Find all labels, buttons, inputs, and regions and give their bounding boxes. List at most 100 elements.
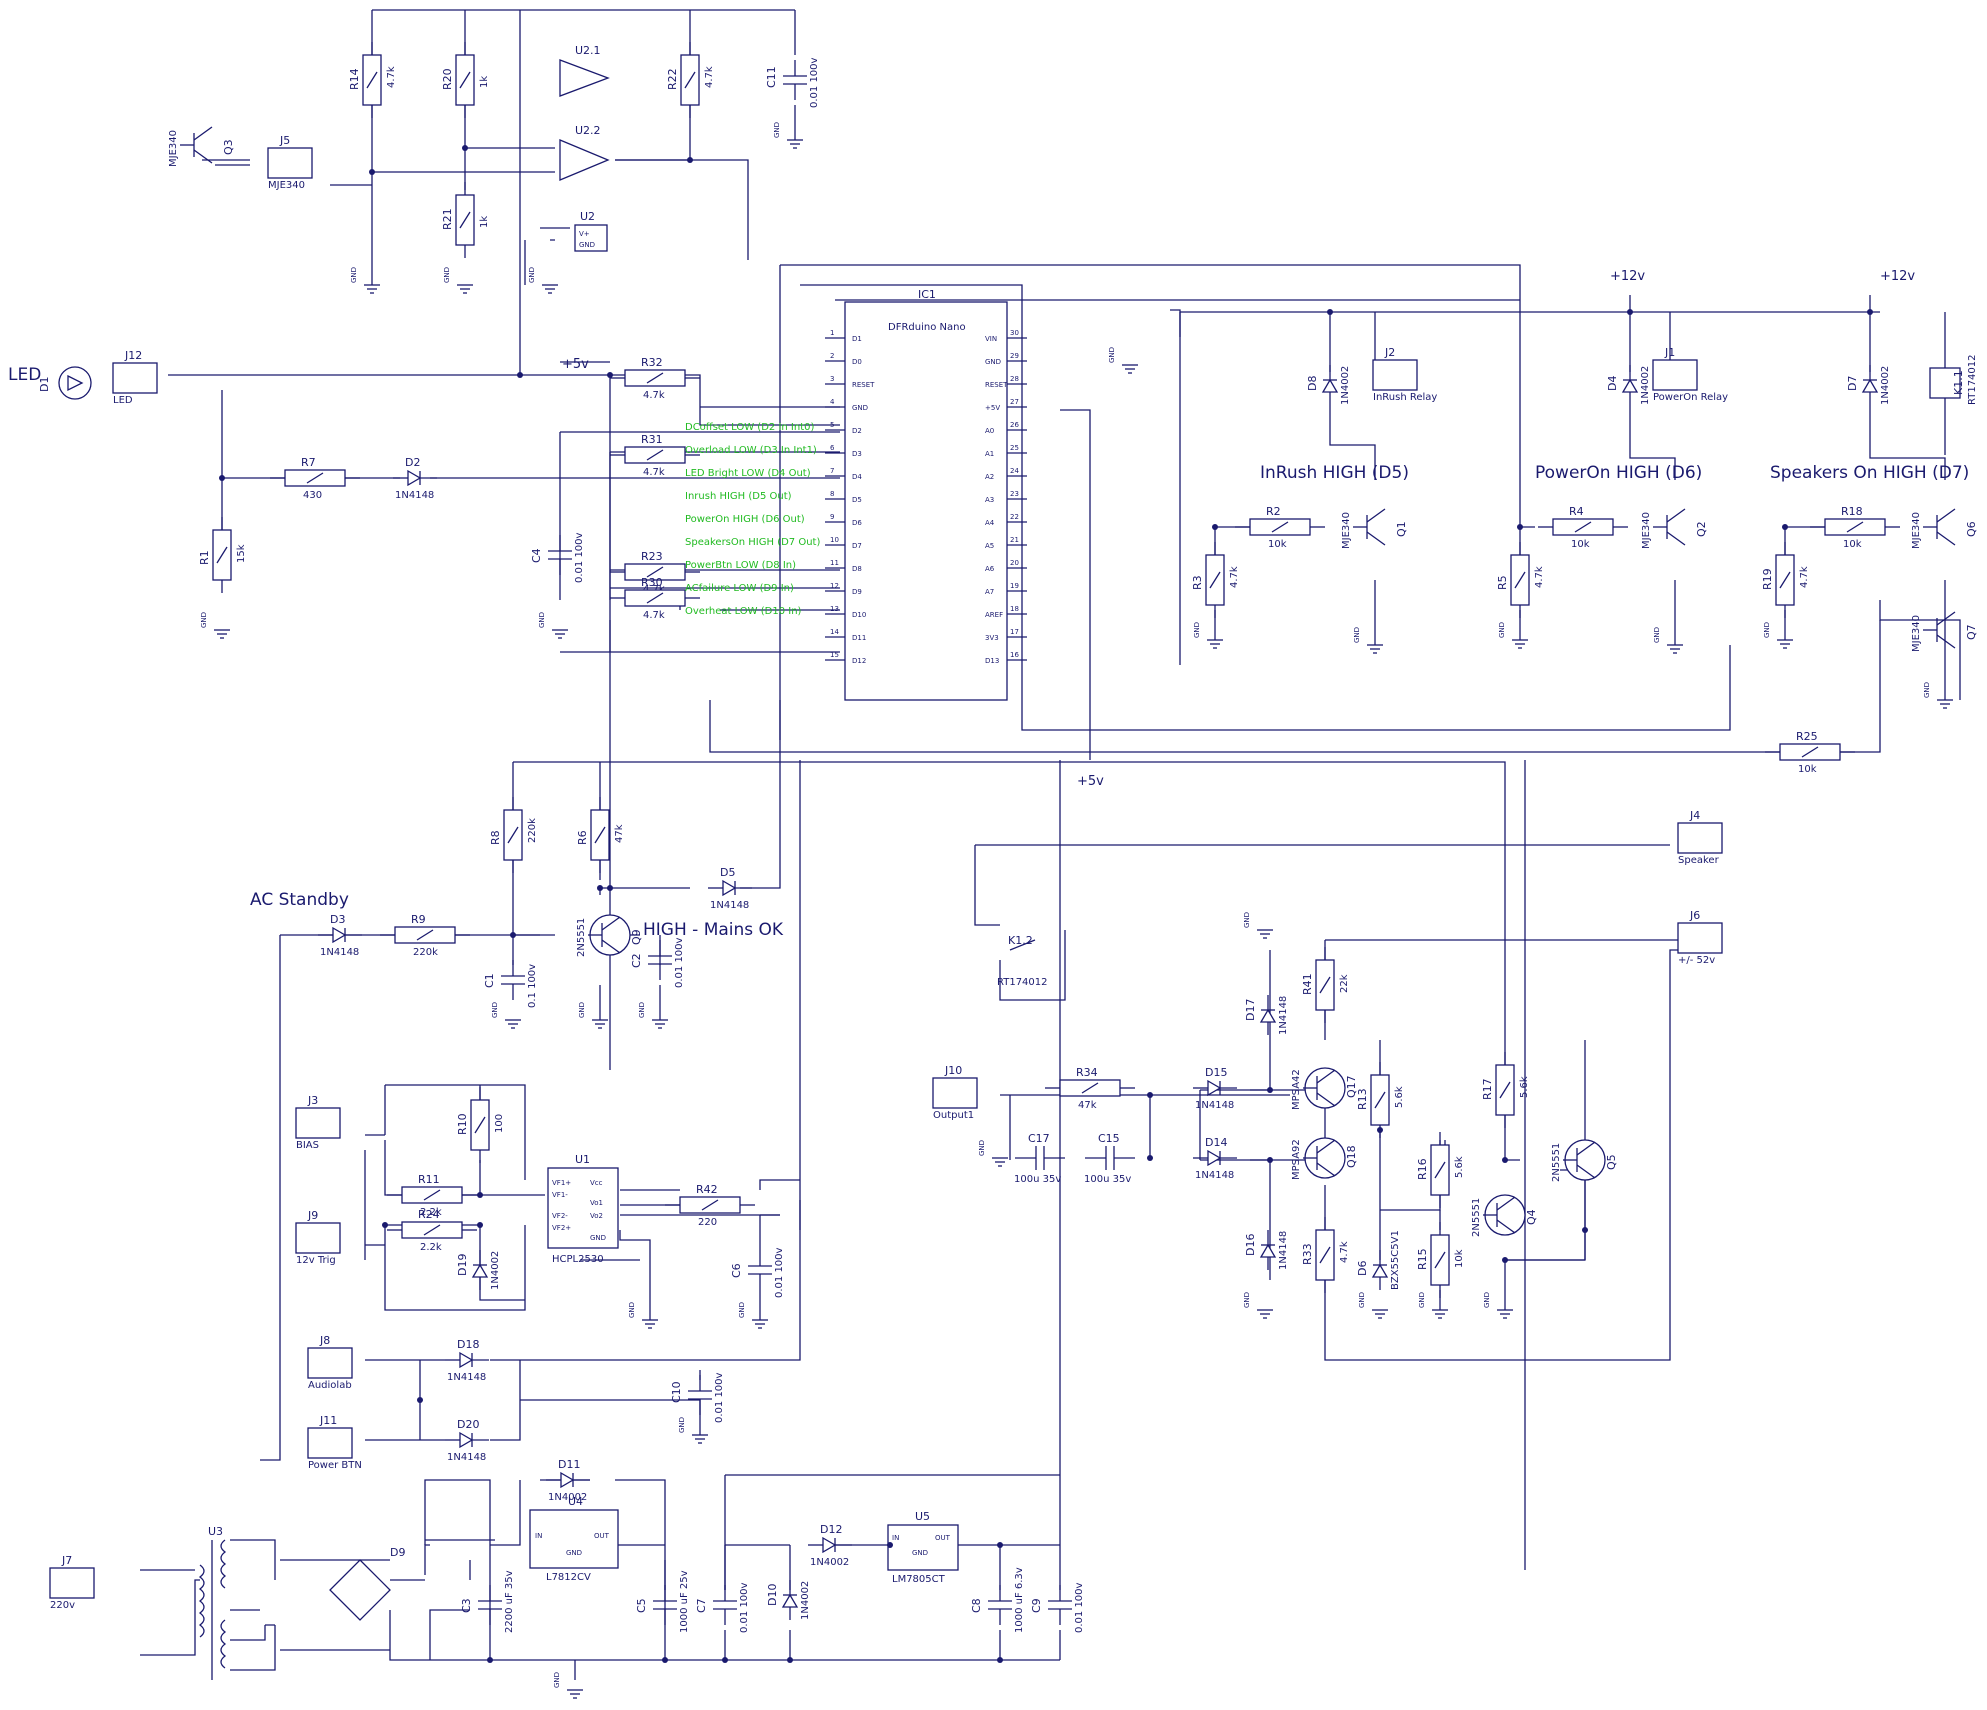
ic1-pin-number: 28 [1010,375,1019,383]
connector-ref: J6 [1689,909,1700,922]
ic1-pin-left: 7D4 [825,467,862,481]
junction-dot [687,157,693,163]
resistor-r23: R234.7k [610,550,700,595]
diode-value: 1N4002 [800,1581,811,1620]
junction-dot [597,885,603,891]
transistor-ref: Q9 [630,929,643,945]
ground-symbol: GND [491,1002,521,1029]
ic-pin: GND [566,1549,582,1557]
ground-symbol: GND [773,122,803,149]
ic-value: LM7805CT [892,1574,946,1585]
ic-pin: OUT [594,1532,610,1540]
junction-dot [607,372,613,378]
ground-label: GND [528,267,536,283]
junction-dot [1147,1155,1153,1161]
ic1-pin-right: 27+5V [985,398,1027,412]
diode-value: 1N4148 [710,900,749,911]
ic1-pin-number: 13 [830,605,839,613]
junction-dot [1212,524,1218,530]
ic1-name: DFRduino Nano [888,322,966,333]
ground-label: GND [738,1302,746,1318]
capacitor-value: 0.01 100v [714,1372,725,1423]
resistor-value: 4.7k [704,66,715,88]
diode-ref: D7 [1846,376,1859,391]
capacitor-value: 0.01 100v [739,1582,750,1633]
ground-symbol: GND [1653,627,1683,654]
led-d1: D1 [38,366,92,400]
ic-pin: Vo1 [590,1199,603,1207]
ic-pin: Vcc [590,1179,603,1187]
ground-label: GND [1418,1292,1426,1308]
capacitor-value: 0.1 100v [527,964,538,1008]
ic1-pin-name: D6 [852,519,862,527]
ic1-pin-left: 5D2 [825,421,862,435]
ground-symbol: GND [1243,1292,1273,1319]
resistor-ref: R23 [641,550,663,563]
heading-mains-ok: HIGH - Mains OK [643,920,784,940]
ground-symbol: GND [443,267,473,294]
diode-ref: D11 [558,1458,580,1471]
ground-symbol: GND [528,267,558,294]
resistor-ref: R21 [441,208,454,230]
connector-value: InRush Relay [1373,392,1437,403]
ground-symbol: GND [538,612,568,639]
connector-ref: J11 [319,1414,337,1427]
ground-label: GND [1193,622,1201,638]
connector-ref: J3 [307,1094,318,1107]
ic1-pin-name: D8 [852,565,862,573]
ic-ref: U1 [575,1153,590,1166]
ic-ref: U5 [915,1510,930,1523]
junction-dot [1267,1157,1273,1163]
ic1-pin-number: 30 [1010,329,1019,337]
ic1-pin-name: D13 [985,657,999,665]
transistor-value: MJE340 [168,130,179,167]
resistor-ref: R32 [641,356,663,369]
ground-label: GND [1358,1292,1366,1308]
transistor-ref: Q2 [1695,521,1708,537]
resistor-value: 10k [1268,539,1287,550]
diode-value: 1N4002 [1340,366,1351,405]
junction-dot [1582,1227,1588,1233]
transistor-value: MJE340 [1911,615,1922,652]
resistor-ref: R17 [1481,1078,1494,1100]
ic1-pin-number: 19 [1010,582,1019,590]
capacitor-value: 100u 35v [1084,1174,1131,1185]
ic-pin: OUT [935,1534,951,1542]
ic1-pin-name: GND [985,358,1001,366]
junction-dot [1867,309,1873,315]
diode-ref: D6 [1356,1261,1369,1276]
resistor-value: 10k [1843,539,1862,550]
net-label: Overheat LOW (D10 In) [685,606,802,617]
